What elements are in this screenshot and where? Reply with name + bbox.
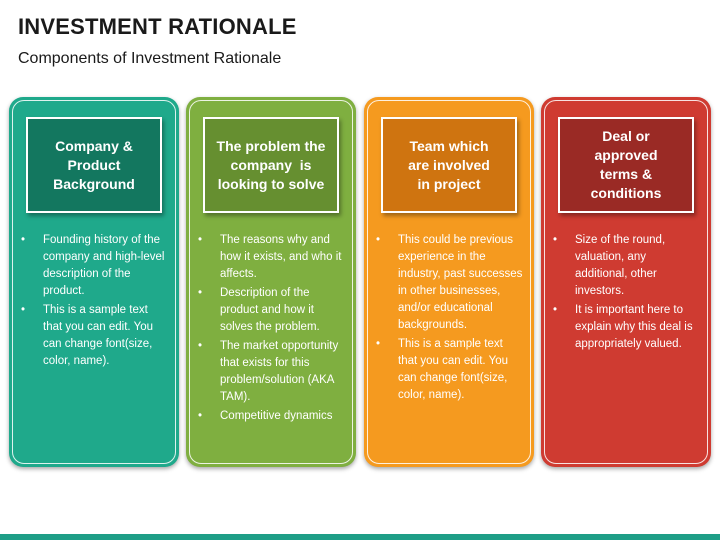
slide-subtitle: Components of Investment Rationale (18, 50, 282, 67)
footer-bar (0, 534, 720, 540)
card-heading: The problem the company is looking to so… (203, 117, 339, 213)
card-border (367, 100, 531, 464)
list-item: • Competitive dynamics (196, 408, 346, 425)
slide-title: INVESTMENT RATIONALE (18, 14, 297, 39)
card-company-background: Company & Product Background • Founding h… (9, 97, 179, 467)
bullet-text: Founding history of the company and high… (43, 234, 165, 297)
bullet-icon: • (376, 338, 381, 350)
list-item: • This is a sample text that you can edit… (374, 336, 524, 404)
card-team: Team which are involved in project • This… (364, 97, 534, 467)
card-border (189, 100, 353, 464)
bullet-text: The reasons why and how it exists, and w… (220, 234, 342, 280)
bullet-icon: • (21, 234, 26, 246)
list-item: • Founding history of the company and hig… (19, 232, 169, 300)
card-bullet-list: • This could be previous experience in th… (374, 232, 524, 406)
card-bullet-list: • The reasons why and how it exists, and … (196, 232, 346, 427)
card-heading-text: Deal or approved terms & conditions (590, 128, 662, 201)
bullet-text: This could be previous experience in the… (398, 234, 523, 331)
bullet-icon: • (553, 304, 558, 316)
list-item: • The market opportunity that exists for … (196, 338, 346, 406)
bullet-icon: • (553, 234, 558, 246)
card-heading-text: Company & Product Background (53, 137, 135, 192)
bullet-icon: • (376, 234, 381, 246)
card-problem: The problem the company is looking to so… (186, 97, 356, 467)
card-heading: Company & Product Background (26, 117, 162, 213)
list-item: • The reasons why and how it exists, and … (196, 232, 346, 283)
card-heading: Team which are involved in project (381, 117, 517, 213)
card-bullet-list: • Size of the round, valuation, any addit… (551, 232, 701, 355)
card-deal-terms: Deal or approved terms & conditions • Siz… (541, 97, 711, 467)
card-heading: Deal or approved terms & conditions (558, 117, 694, 213)
bullet-text: It is important here to explain why this… (575, 304, 693, 350)
list-item: • Size of the round, valuation, any addit… (551, 232, 701, 300)
list-item: • This is a sample text that you can edit… (19, 302, 169, 370)
card-bullet-list: • Founding history of the company and hig… (19, 232, 169, 372)
card-heading-text: Team which are involved in project (408, 137, 490, 192)
list-item: • This could be previous experience in th… (374, 232, 524, 334)
bullet-icon: • (198, 410, 203, 422)
bullet-text: This is a sample text that you can edit.… (43, 304, 153, 367)
bullet-text: This is a sample text that you can edit.… (398, 338, 508, 401)
bullet-text: The market opportunity that exists for t… (220, 340, 339, 403)
bullet-icon: • (21, 304, 26, 316)
card-heading-text: The problem the company is looking to so… (216, 137, 330, 192)
list-item: • Description of the product and how it s… (196, 285, 346, 336)
bullet-text: Size of the round, valuation, any additi… (575, 234, 666, 297)
bullet-text: Competitive dynamics (220, 410, 333, 422)
list-item: • It is important here to explain why thi… (551, 302, 701, 353)
bullet-icon: • (198, 234, 203, 246)
bullet-icon: • (198, 287, 203, 299)
card-border (544, 100, 708, 464)
card-border (12, 100, 176, 464)
bullet-icon: • (198, 340, 203, 352)
bullet-text: Description of the product and how it so… (220, 287, 320, 333)
